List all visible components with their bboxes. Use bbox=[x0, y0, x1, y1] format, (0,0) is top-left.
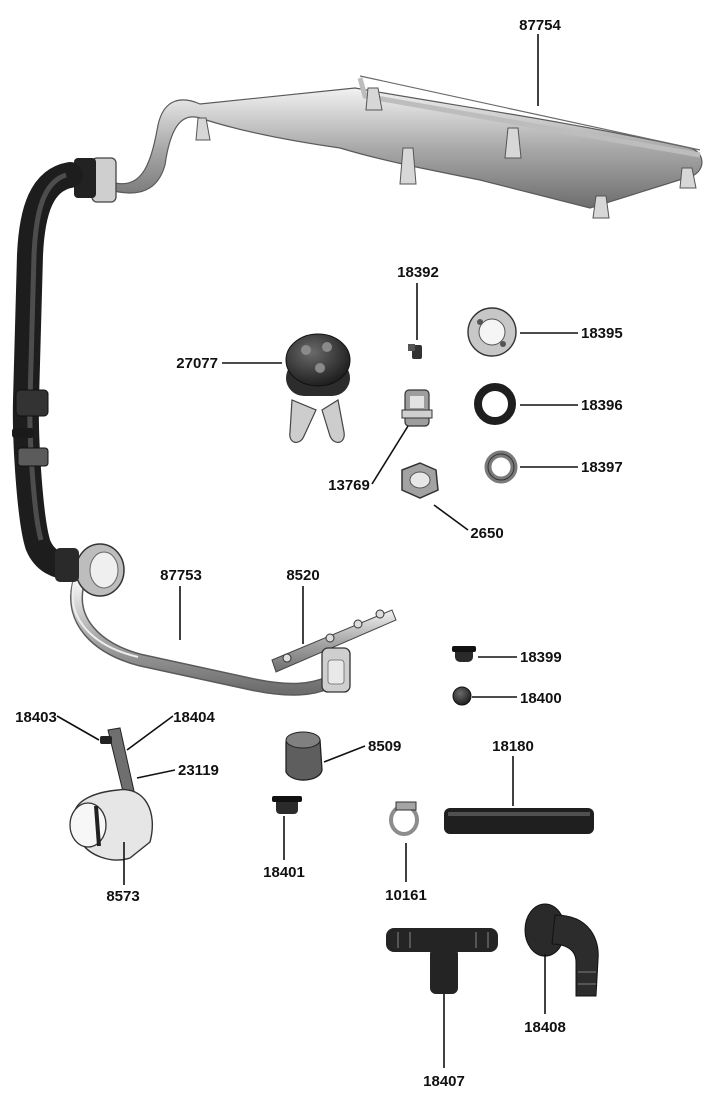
label-87753: 87753 bbox=[160, 567, 202, 584]
label-18396: 18396 bbox=[581, 397, 623, 414]
label-10161: 10161 bbox=[385, 887, 427, 904]
fuel-rail-small bbox=[271, 609, 397, 693]
part-18399-cap bbox=[452, 646, 476, 662]
part-13769-fitting bbox=[401, 389, 433, 427]
part-18395-bushing bbox=[467, 307, 517, 357]
fuel-line-lower bbox=[55, 543, 337, 696]
label-13769: 13769 bbox=[328, 477, 370, 494]
label-18403: 18403 bbox=[15, 709, 57, 726]
label-87754: 87754 bbox=[519, 17, 561, 34]
label-18399: 18399 bbox=[520, 649, 562, 666]
part-2650-hex-nut bbox=[401, 462, 439, 499]
part-18396-o-ring bbox=[474, 383, 516, 425]
part-labels: 87754 18392 18395 27077 18396 18397 1376… bbox=[15, 17, 623, 1090]
label-8520: 8520 bbox=[286, 567, 319, 584]
label-18400: 18400 bbox=[520, 690, 562, 707]
part-18400-plug bbox=[452, 686, 472, 706]
label-18404: 18404 bbox=[173, 709, 215, 726]
label-2650: 2650 bbox=[470, 525, 503, 542]
label-18401: 18401 bbox=[263, 864, 305, 881]
part-18180-hose bbox=[444, 808, 594, 834]
part-18408-elbow bbox=[524, 903, 599, 997]
label-8509: 8509 bbox=[368, 738, 401, 755]
part-18407-tee bbox=[386, 928, 498, 994]
vent-fitting-assembly bbox=[69, 727, 154, 861]
label-18392: 18392 bbox=[397, 264, 439, 281]
part-18392-screw bbox=[408, 344, 422, 359]
label-27077: 27077 bbox=[176, 355, 218, 372]
label-23119: 23119 bbox=[178, 762, 219, 779]
label-18407: 18407 bbox=[423, 1073, 465, 1090]
part-10161-clamp bbox=[389, 801, 419, 836]
label-18180: 18180 bbox=[492, 738, 534, 755]
part-8509-boot bbox=[285, 731, 323, 781]
part-18397-washer bbox=[484, 450, 518, 484]
label-18408: 18408 bbox=[524, 1019, 566, 1036]
fuel-hose bbox=[12, 162, 85, 581]
leader-lines bbox=[56, 34, 578, 1068]
label-18395: 18395 bbox=[581, 325, 623, 342]
label-8573: 8573 bbox=[106, 888, 139, 905]
label-18397: 18397 bbox=[581, 459, 623, 476]
fuel-rail-upper bbox=[74, 75, 703, 219]
part-18401-grommet bbox=[272, 796, 302, 814]
splitter-body bbox=[285, 333, 351, 443]
